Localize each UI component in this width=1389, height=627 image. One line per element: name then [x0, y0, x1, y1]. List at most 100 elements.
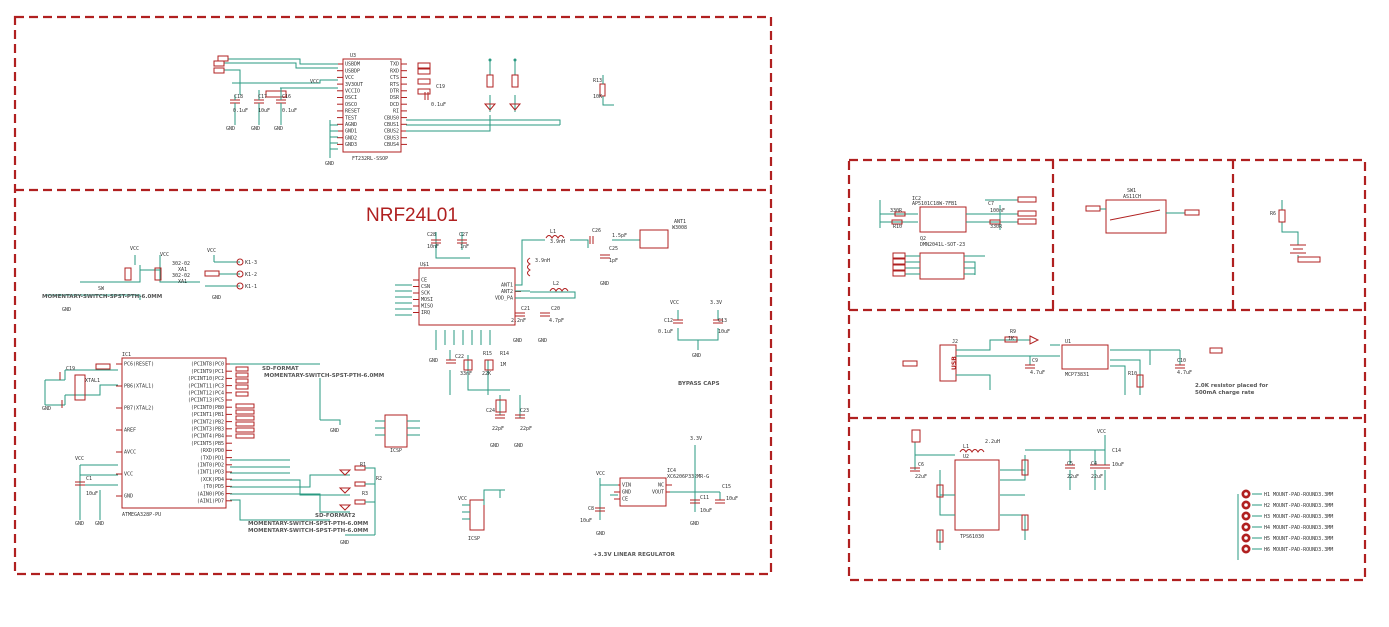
ic1-pin-right-14: (INT0)PD2 [197, 463, 224, 469]
ft232-block: U3 FT232RL-SSOP USBDMUSBDPVCC3V3OUTVCCIO… [213, 53, 614, 167]
u3-pin-left-7: RESET [345, 109, 360, 115]
svg-text:SW: SW [98, 286, 105, 292]
u3-pin-right-0: TXD [390, 62, 399, 68]
svg-text:R10: R10 [1128, 371, 1137, 377]
svg-text:ANT1: ANT1 [674, 219, 686, 225]
mount-label: H3 MOUNT-PAD-ROUND3.3MM [1264, 514, 1333, 520]
ic1-pin-right-15: (INT1)PD3 [197, 470, 224, 476]
mount-label: H6 MOUNT-PAD-ROUND3.3MM [1264, 547, 1333, 553]
sw1 [1105, 199, 1167, 234]
svg-text:J2: J2 [952, 339, 958, 345]
ic1-left-pins: PC6(RESET)PB6(XTAL1)PB7(XTAL2)AREFAVCCVC… [116, 362, 154, 500]
svg-text:R13: R13 [593, 78, 602, 84]
svg-text:C26: C26 [592, 228, 601, 234]
svg-text:22pF: 22pF [520, 426, 532, 432]
svg-text:R6: R6 [1270, 211, 1276, 217]
svg-text:XTAL1: XTAL1 [85, 378, 100, 384]
svg-text:22uF: 22uF [1091, 474, 1103, 480]
u3-pin-right-4: DTR [390, 89, 400, 95]
svg-text:MOMENTARY-SWITCH-SPST-PTH-6.0M: MOMENTARY-SWITCH-SPST-PTH-6.0MM [264, 373, 384, 379]
u3-pin-left-4: VCCIO [345, 89, 360, 95]
svg-text:Q2: Q2 [920, 236, 926, 242]
u3-pin-left-10: GND1 [345, 129, 357, 135]
svg-text:1nF: 1nF [460, 244, 469, 250]
u3-ref: U3 [350, 53, 356, 59]
svg-text:1.5pF: 1.5pF [612, 233, 627, 239]
mounting-hole: H2 MOUNT-PAD-ROUND3.3MM [1241, 500, 1333, 510]
svg-text:ICSP: ICSP [390, 448, 402, 454]
u3-pin-right-11: CBUS3 [384, 135, 399, 141]
ic1-pin-left-1: PB6(XTAL1) [124, 384, 154, 390]
svg-text:C19: C19 [436, 84, 445, 90]
svg-text:VCC: VCC [207, 248, 216, 254]
svg-text:+3.3V LINEAR REGULATOR: +3.3V LINEAR REGULATOR [593, 552, 676, 558]
svg-text:R3: R3 [362, 491, 368, 497]
ic1-pin-right-1: (PCINT9)PC1 [191, 369, 224, 375]
svg-text:GND: GND [251, 126, 260, 132]
u3-pin-left-3: 3V3OUT [345, 82, 363, 88]
svg-text:VCC: VCC [670, 300, 679, 306]
svg-text:K1-3: K1-3 [245, 260, 257, 266]
u3-pin-left-5: OSCI [345, 95, 357, 101]
ic1-pin-right-4: (PCINT12)PC4 [188, 391, 224, 397]
u3-pin-right-6: DCD [390, 102, 399, 108]
svg-text:0.1uF: 0.1uF [431, 102, 446, 108]
svg-text:GND: GND [538, 338, 547, 344]
mounting-hole: H3 MOUNT-PAD-ROUND3.3MM [1241, 511, 1333, 521]
atmega-block: IC1 ATMEGA328P-PU PC6(RESET)PB6(XTAL1)PB… [42, 352, 350, 527]
svg-text:C13: C13 [718, 318, 727, 324]
svg-text:10nF: 10nF [427, 244, 439, 250]
svg-text:AP5101C18W-7FB1: AP5101C18W-7FB1 [912, 201, 957, 207]
svg-text:22uF: 22uF [915, 474, 927, 480]
svg-text:GND: GND [600, 281, 609, 287]
svg-text:VCC: VCC [596, 471, 605, 477]
svg-text:SD-FORMAT: SD-FORMAT [262, 366, 299, 372]
nrf-pin-left-0: CE [421, 278, 427, 284]
svg-text:10uF: 10uF [718, 329, 730, 335]
svg-text:U1: U1 [1065, 339, 1071, 345]
nrf-pin-right-1: ANT2 [501, 289, 513, 295]
svg-text:ATMEGA328P-PU: ATMEGA328P-PU [122, 512, 161, 518]
ic1-pin-left-4: AVCC [124, 450, 136, 456]
nrf-pin-right-0: ANT1 [501, 283, 513, 289]
svg-text:C16: C16 [282, 94, 291, 100]
r13: R13 10K [593, 75, 614, 106]
svg-text:R2: R2 [376, 476, 382, 482]
svg-text:C25: C25 [609, 246, 618, 252]
svg-text:R9: R9 [1010, 329, 1016, 335]
svg-text:U2: U2 [963, 454, 969, 460]
svg-text:10uF: 10uF [86, 491, 98, 497]
svg-text:R15: R15 [483, 351, 492, 357]
svg-text:R1: R1 [360, 462, 366, 468]
u3-pin-left-2: VCC [345, 75, 354, 81]
svg-text:GND: GND [596, 531, 605, 537]
ic1-pin-left-0: PC6(RESET) [124, 362, 154, 368]
svg-text:W3008: W3008 [672, 225, 687, 231]
svg-text:22K: 22K [482, 371, 491, 377]
u3-pin-left-1: USBDP [345, 68, 360, 74]
svg-text:GND: GND [692, 353, 701, 359]
svg-text:C20: C20 [551, 306, 560, 312]
svg-text:L1: L1 [963, 444, 969, 450]
svg-text:C17: C17 [258, 94, 267, 100]
svg-text:GND: GND [226, 126, 235, 132]
antenna [639, 229, 669, 249]
u3-pin-left-6: OSCO [345, 102, 357, 108]
ic1-pin-right-16: (XCK)PD4 [200, 477, 224, 483]
ic1-pin-right-3: (PCINT11)PC3 [188, 383, 224, 389]
mount-label: H5 MOUNT-PAD-ROUND3.3MM [1264, 536, 1333, 542]
svg-text:10uF: 10uF [258, 108, 270, 114]
svg-text:AS11CH: AS11CH [1123, 194, 1141, 200]
svg-text:C7: C7 [988, 201, 994, 207]
svg-text:DMN2041L-SOT-23: DMN2041L-SOT-23 [920, 242, 965, 248]
svg-text:1K: 1K [1008, 336, 1014, 342]
svg-text:GND: GND [429, 358, 438, 364]
svg-text:GND: GND [690, 521, 699, 527]
svg-text:GND: GND [212, 295, 221, 301]
